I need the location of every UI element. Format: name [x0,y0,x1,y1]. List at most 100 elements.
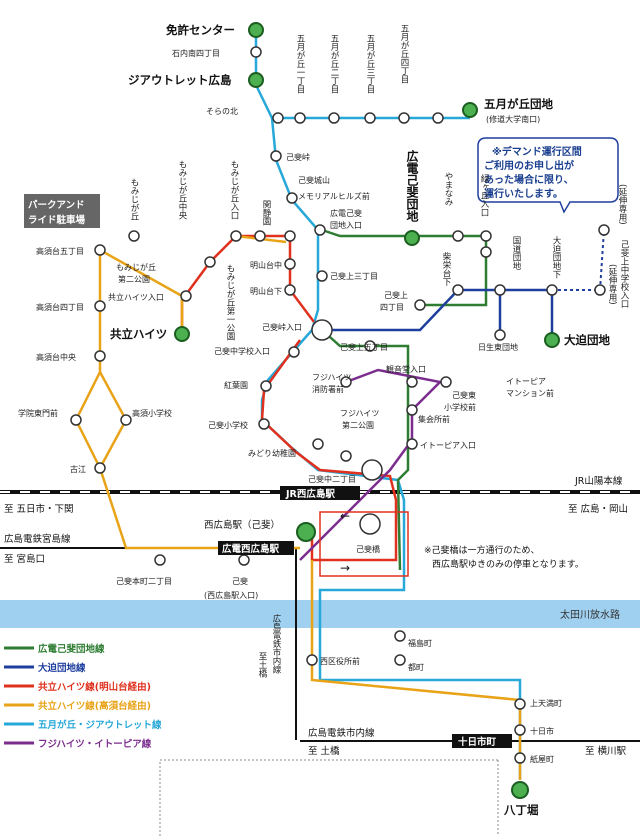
label-koi-east-a: 己斐東 [452,390,476,400]
svg-text:広電己斐団地線: 広電己斐団地線 [38,643,105,655]
label-koiiri: 己斐峠入口 [262,322,302,332]
label-momiji-park1: もみじが丘第一公園 [225,264,235,341]
label-meiko-chu: 明山台中 [250,260,282,270]
label-hacchobori: 八丁堀 [503,803,539,817]
label-satsuki-danchi-sub: (修道大学南口) [486,114,540,124]
label-kamiyacho: 紙屋町 [530,754,554,764]
route-kyoritsu-yellow [74,234,522,780]
label-fujipark-a: フジハイツ [340,409,379,418]
stop-markers [70,46,610,764]
label-satsuki4: 五月が丘四丁目 [399,24,409,84]
label-yamanami: やまなみ [443,172,453,206]
label-kasai: 柴栄台下 [441,251,451,286]
jr-station-label: JR西広島駅 [285,488,335,500]
label-fujipark-b: 第二公園 [342,420,374,430]
label-koiue-school: 己斐上中学校入口 [619,240,629,308]
label-meiko-shita: 明山台下 [250,286,282,296]
label-koiue3: 己斐上三丁目 [330,271,378,281]
label-satsuki2: 五月が丘二丁目 [329,34,339,94]
label-koi-mid-iri: 己斐中学校入口 [214,346,270,356]
area-boundary [159,759,500,836]
label-koi-station: 己斐 [232,576,248,586]
oneway-arrow-1: ← [340,509,350,523]
label-koi-east-b: 小学校前 [444,402,476,412]
legend: 広電己斐団地線 大迫団地線 共立ハイツ線(明山台経由) 共立ハイツ線(高須台経由… [4,643,162,750]
label-koibashi: 己斐橋 [356,544,380,554]
label-tokaichi-stop: 十日市 [530,726,554,736]
label-koiue-school-sub: (延伸専用) [607,264,617,305]
label-kyoritsu: 共立ハイツ [110,327,167,341]
to-yokogawa: 至 横川駅 [585,745,627,757]
label-memorial: メモリアルヒルズ前 [298,191,370,201]
label-oosako-danchi: 大迫団地 [564,333,610,347]
to-hiroshima-okayama: 至 広島・岡山 [568,503,628,515]
label-outlet: ジアウトレット広島 [128,73,232,87]
river-label: 太田川放水路 [560,608,620,621]
park-and-ride-box [24,194,100,228]
demand-callout: ※デマンド運行区間 ご利用のお申し出が あった場合に限り、 運行いたします。 [477,137,619,214]
label-gakuin: 学院東門前 [18,408,58,418]
svg-text:運行いたします。: 運行いたします。 [484,187,563,200]
svg-text:ご利用のお申し出が: ご利用のお申し出が [484,159,575,172]
label-takasu-school: 高須小学校 [132,408,172,418]
svg-text:※デマンド運行区間: ※デマンド運行区間 [492,145,582,158]
oneway-loop [319,511,409,577]
svg-text:五月が丘・ジアウトレット線: 五月が丘・ジアウトレット線 [38,719,162,731]
label-koi-honmachi2: 己斐本町二丁目 [116,576,172,586]
label-kunimichi: 国道団地 [511,236,521,270]
label-koiue4-a: 己斐上 [384,290,408,300]
label-satsuki3: 五月が丘三丁目 [365,34,375,94]
label-koiue4-b: 四丁目 [380,303,404,312]
label-koi-school: 己斐小学校 [208,420,248,430]
koibashi-note-2: 西広島駅ゆきのみの停車となります。 [432,558,584,570]
label-furue: 古江 [70,464,86,474]
to-itsukaichi: 至 五日市・下関 [4,503,74,515]
to-miyajima: 至 宮島口 [4,553,45,565]
label-kamitenma: 上天満町 [530,699,562,708]
city-line-vertical-label: 広島電鉄市内線 [271,613,281,673]
jr-line-label: JR山陽本線 [574,475,623,487]
label-tokaichi-mae: 都町 [408,663,424,672]
label-kanon: 観音堂入口 [386,364,426,374]
park-and-ride-label-1: パークアンド [28,199,85,211]
hiroden-station-label: 広電西広島駅 [222,543,280,555]
label-koi-danchi-iri-2: 団地入口 [330,220,362,230]
label-itopia-mansion-a: イトーピア [506,377,546,386]
label-sorano: そらの北 [206,107,238,116]
city-line-horizontal-label: 広島電鉄市内線 [308,727,375,739]
svg-text:あった場合に限り、: あった場合に限り、 [484,173,574,186]
label-takasu4: 高須台四丁目 [36,302,84,312]
park-and-ride-label-2: ライド駐車場 [28,214,86,226]
route-oosako [322,288,554,340]
to-dobashi: 至 土橋 [308,745,340,757]
label-nishi-ku: 西区役所前 [320,656,360,666]
svg-text:共立ハイツ線(高須台経由): 共立ハイツ線(高須台経由) [38,700,151,712]
label-takasu-chuo: 高須台中央 [36,352,76,362]
label-shukaijo: 集会所前 [418,414,450,424]
label-koi-station-sub: (西広島駅入口) [204,590,258,600]
label-momiji-park2-a: もみじが丘 [116,262,156,272]
label-momiji-oka: もみじが丘 [129,178,139,221]
label-kounan: 紅葉園 [224,380,248,390]
label-satsuki-danchi: 五月が丘団地 [484,97,553,111]
svg-text:共立ハイツ線(明山台経由): 共立ハイツ線(明山台経由) [38,681,151,693]
label-nishihiro: 西広島駅（己斐） [204,519,280,531]
label-koiue5: 己斐上五丁目 [340,342,388,352]
label-koijoyama: 己斐城山 [298,175,330,185]
label-koiue-sub: (延伸専用) [617,184,627,225]
demand-section-2 [599,229,605,291]
label-fujihaitsu-a: フジハイツ [312,373,351,382]
label-koi-danchi: 広電己斐団地 [405,149,419,223]
tokaichi-station-box [452,734,512,748]
to-dobashi-vertical: 至土橋 [257,652,267,678]
label-midorigaoka: 緑ヶ丘入口 [479,173,489,216]
label-itopia-mansion-b: マンション前 [506,388,554,398]
label-kaikando: 関静園 [261,200,271,226]
label-takasu5: 高須台五丁目 [36,246,84,256]
label-midori: みどり幼稚園 [248,448,296,458]
tokaichi-station-label: 十日市町 [458,736,497,748]
label-ishiuchi: 石内南四丁目 [172,48,220,58]
hiroden-station-box [218,541,294,555]
label-nisshoji: 日生東団地 [478,342,518,352]
